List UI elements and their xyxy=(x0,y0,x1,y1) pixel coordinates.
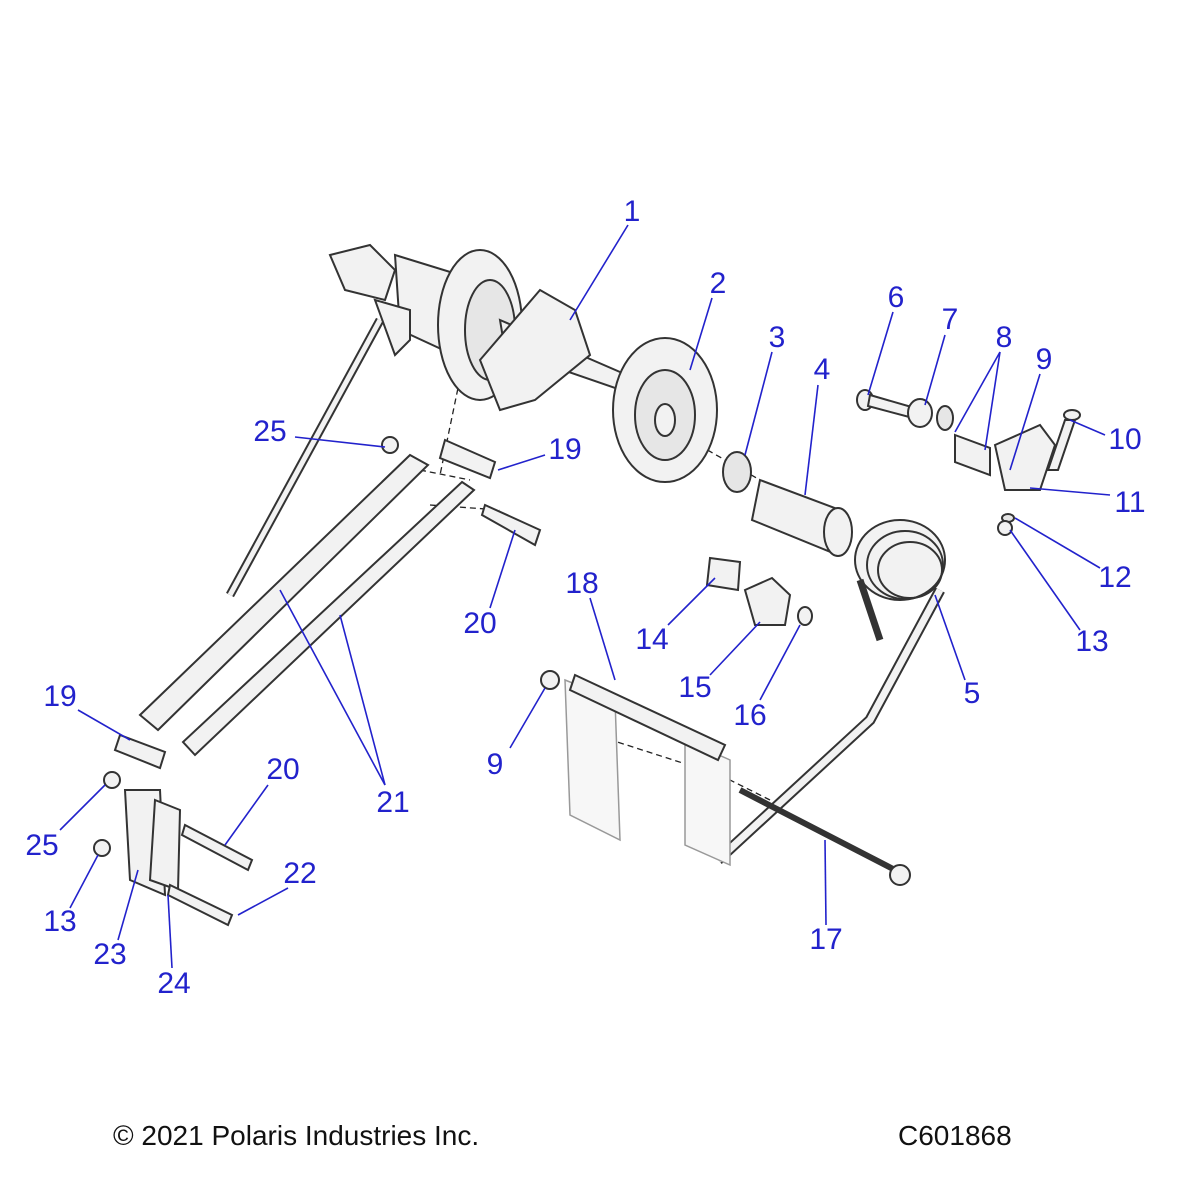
part-21-arms xyxy=(113,436,542,770)
callout-22[interactable]: 22 xyxy=(283,857,317,890)
callout-leader-lines xyxy=(59,224,1111,969)
copyright-notice: © 2021 Polaris Industries Inc. xyxy=(113,1120,480,1151)
callout-11[interactable]: 11 xyxy=(1114,486,1146,519)
callout-14[interactable]: 14 xyxy=(635,623,669,656)
callout-6[interactable]: 6 xyxy=(887,281,905,314)
callout-16[interactable]: 16 xyxy=(733,699,767,732)
callout-17[interactable]: 17 xyxy=(809,923,843,956)
callout-12[interactable]: 12 xyxy=(1098,561,1132,594)
callout-9-lower[interactable]: 9 xyxy=(486,748,504,781)
callout-23[interactable]: 23 xyxy=(93,938,127,971)
part-18-frame xyxy=(540,670,731,867)
callout-5[interactable]: 5 xyxy=(963,677,981,710)
callout-25-lower[interactable]: 25 xyxy=(25,829,59,862)
part-16-ring xyxy=(797,606,813,626)
parts-6-13-hardware xyxy=(856,389,1081,536)
part-17-rod xyxy=(738,787,897,873)
part-23-link-assembly xyxy=(93,771,254,927)
callout-20-lower[interactable]: 20 xyxy=(266,753,300,786)
callout-3[interactable]: 3 xyxy=(768,321,786,354)
part-15-block xyxy=(743,576,792,626)
callout-9[interactable]: 9 xyxy=(1035,343,1053,376)
callout-4[interactable]: 4 xyxy=(813,353,831,386)
callout-10[interactable]: 10 xyxy=(1108,423,1142,456)
callout-13[interactable]: 13 xyxy=(1075,625,1109,658)
diagram-id: C601868 xyxy=(898,1120,1012,1151)
part-1-axle-assembly xyxy=(226,243,651,598)
callout-8[interactable]: 8 xyxy=(995,321,1013,354)
callout-1[interactable]: 1 xyxy=(623,195,641,228)
part-2-wheel xyxy=(612,337,718,483)
callout-19[interactable]: 19 xyxy=(548,433,582,466)
callout-20[interactable]: 20 xyxy=(463,607,497,640)
part-3-washer xyxy=(722,451,752,493)
callout-24[interactable]: 24 xyxy=(157,967,191,1000)
callout-15[interactable]: 15 xyxy=(678,671,712,704)
part-5-spring xyxy=(714,519,946,865)
callout-19-lower[interactable]: 19 xyxy=(43,680,77,713)
callout-25[interactable]: 25 xyxy=(253,415,287,448)
callout-21[interactable]: 21 xyxy=(376,786,410,819)
callout-7[interactable]: 7 xyxy=(941,303,959,336)
callout-2[interactable]: 2 xyxy=(709,267,727,300)
callout-18[interactable]: 18 xyxy=(565,567,599,600)
callout-13-lower[interactable]: 13 xyxy=(43,905,77,938)
part-14-bushing xyxy=(705,556,742,592)
